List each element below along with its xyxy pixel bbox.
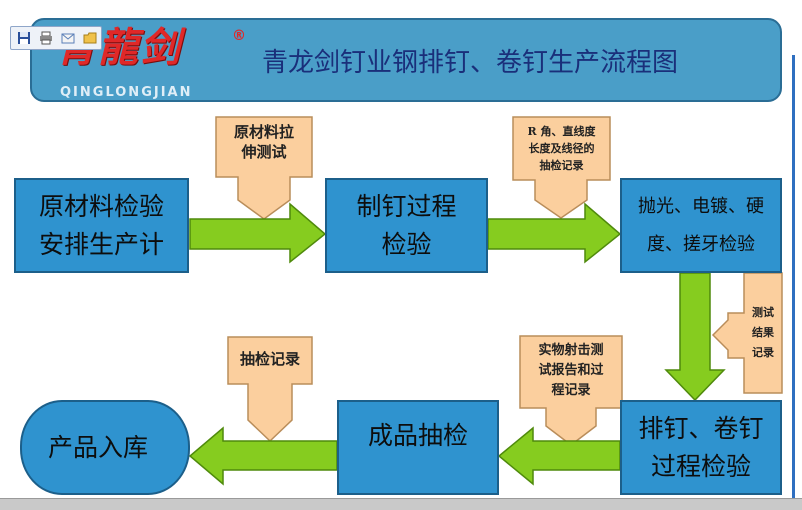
step-polish-line-2: 度、搓牙检验 bbox=[647, 233, 755, 255]
folder-icon[interactable] bbox=[81, 29, 99, 47]
step-nail-making-inspection-line-2: 检验 bbox=[381, 229, 432, 259]
step-raw-material-inspection-line-2: 安排生产计 bbox=[38, 229, 164, 259]
step-strip-coil-inspection: 排钉、卷钉过程检验 bbox=[620, 400, 782, 495]
note-firing-line-1: 实物射击测 bbox=[538, 343, 604, 358]
bottom-scrollbar-strip bbox=[0, 498, 802, 510]
right-edge-rule bbox=[792, 55, 795, 505]
note-angle-diameter-record: R 角、直线度长度及线径的抽检记录 bbox=[513, 117, 610, 179]
note-angle-line-2: 长度及线径的 bbox=[528, 141, 595, 155]
flow-arrow-1 bbox=[189, 202, 327, 264]
note-test-result-line-2: 结果 bbox=[752, 326, 774, 339]
print-icon[interactable] bbox=[37, 29, 55, 47]
header-banner bbox=[30, 18, 782, 102]
page-title: 青龙剑钉业钢排钉、卷钉生产流程图 bbox=[262, 48, 679, 78]
note-firing-test-record: 实物射击测试报告和过程记录 bbox=[520, 336, 622, 406]
step-strip-coil-line-2: 过程检验 bbox=[650, 451, 751, 481]
note-arrow-tensile-test bbox=[215, 116, 313, 220]
step-nail-making-inspection-line-1: 制钉过程 bbox=[356, 191, 457, 221]
mail-icon[interactable] bbox=[59, 29, 77, 47]
note-tensile-test-line-1: 原材料拉 bbox=[233, 123, 294, 141]
note-arrow-firing-test-record bbox=[519, 335, 623, 446]
brand-logo-subtitle: QINGLONGJIAN bbox=[60, 85, 193, 100]
step-warehousing-label: 产品入库 bbox=[48, 433, 149, 462]
note-firing-line-3: 程记录 bbox=[551, 383, 591, 398]
note-test-result-record: 测试结果记录 bbox=[744, 273, 782, 393]
save-icon[interactable] bbox=[15, 29, 33, 47]
note-sampling-record: 抽检记录 bbox=[228, 337, 312, 381]
note-firing-line-2: 试报告和过 bbox=[538, 363, 604, 378]
flow-arrow-4 bbox=[497, 426, 621, 486]
note-arrow-angle-diameter-record bbox=[512, 116, 611, 219]
note-arrow-sampling-record bbox=[227, 336, 313, 443]
note-angle-line-1: R 角、直线度 bbox=[527, 124, 596, 138]
note-tensile-test-line-2: 伸测试 bbox=[241, 143, 287, 161]
note-test-result-line-1: 测试 bbox=[752, 306, 774, 319]
flow-arrow-5 bbox=[188, 426, 338, 486]
step-raw-material-inspection-line-1: 原材料检验 bbox=[38, 191, 164, 221]
step-finished-product-sampling-label: 成品抽检 bbox=[367, 421, 468, 450]
step-raw-material-inspection: 原材料检验安排生产计 bbox=[14, 178, 189, 273]
step-polish-line-1: 抛光、电镀、硬 bbox=[638, 195, 764, 217]
step-polish-plate-thread-inspection: 抛光、电镀、硬度、搓牙检验 bbox=[620, 178, 782, 273]
step-strip-coil-line-1: 排钉、卷钉 bbox=[638, 413, 764, 443]
flow-arrow-3 bbox=[664, 272, 726, 402]
step-finished-product-sampling: 成品抽检 bbox=[337, 400, 499, 495]
step-warehousing: 产品入库 bbox=[20, 400, 190, 495]
registered-mark: ® bbox=[232, 28, 246, 44]
note-test-result-line-3: 记录 bbox=[752, 346, 774, 359]
note-tensile-test: 原材料拉伸测试 bbox=[216, 117, 312, 167]
flow-arrow-2 bbox=[487, 202, 622, 264]
note-angle-line-3: 抽检记录 bbox=[539, 158, 584, 172]
step-nail-making-inspection: 制钉过程检验 bbox=[325, 178, 488, 273]
note-arrow-test-result-record bbox=[711, 272, 783, 394]
image-toolbar bbox=[10, 26, 102, 50]
note-sampling-record-label: 抽检记录 bbox=[239, 350, 300, 368]
